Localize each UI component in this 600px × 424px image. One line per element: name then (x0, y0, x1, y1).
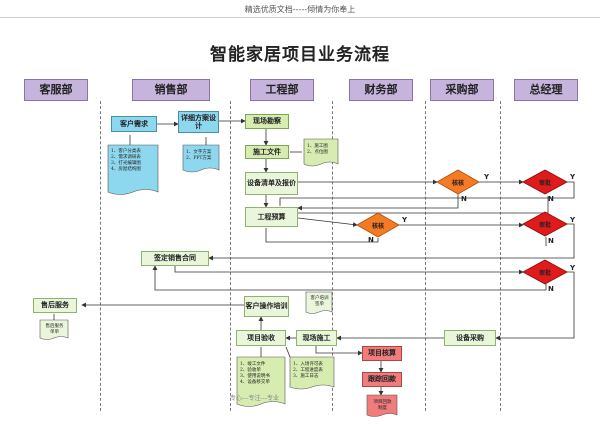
no-label: N (548, 237, 554, 245)
yes-label: Y (570, 264, 576, 272)
node-site-construction: 现场施工 (296, 330, 337, 346)
finance-review-label: 核核 (371, 223, 384, 230)
node-sign-contract: 签定销售合同 (141, 251, 209, 266)
node-site-survey: 现场勘察 (245, 114, 289, 129)
node-equipment-quote: 设备清单及报价 (245, 172, 298, 195)
gm-approve-diamond (522, 169, 568, 195)
lane-divider (100, 101, 101, 411)
acceptance-docs-shape (236, 356, 286, 407)
node-construction-docs: 施工文件 (245, 145, 289, 159)
node-equipment-purchase: 设备采购 (444, 330, 496, 346)
design-docs-shape (182, 144, 220, 173)
dept-engineering: 工程部 (250, 79, 314, 101)
followup-doc-shape (366, 394, 398, 417)
node-acceptance: 项目验收 (236, 330, 286, 346)
gm-approve-label-1: 审批 (538, 180, 551, 187)
training-doc-shape (305, 291, 333, 314)
no-label: N (548, 285, 554, 293)
after-sales-doc-text: 售后服务单单 (45, 324, 64, 336)
purchase-review-diamond (436, 169, 480, 195)
gm-approve-label-2: 审批 (538, 222, 551, 229)
lane-divider (230, 101, 231, 411)
page-footer: 专心---专注---专业 (230, 395, 279, 402)
no-label: N (461, 195, 467, 203)
diagram-title: 智能家居项目业务流程 (210, 45, 390, 65)
node-payment-followup: 跟踪回款 (362, 372, 402, 387)
finance-review-diamond (356, 212, 400, 238)
node-detailed-design: 详细方案设计 (178, 111, 219, 133)
node-project-audit: 项目核算 (362, 346, 402, 361)
lane-divider (500, 101, 501, 411)
gm-approve-diamond (522, 259, 568, 285)
node-customer-demand: 客户需求 (111, 116, 157, 132)
yes-label: Y (570, 173, 576, 181)
dept-finance: 财务部 (349, 79, 413, 101)
purchase-review-label: 核核 (451, 180, 464, 187)
followup-doc-text: 项目回款制度 (373, 400, 392, 412)
yes-label: Y (570, 216, 576, 224)
after-sales-doc-shape (39, 319, 69, 340)
yes-label: Y (402, 216, 408, 224)
page-header: 精选优质文档-----倾情为你奉上 (244, 5, 356, 14)
dept-sales: 销售部 (132, 79, 210, 101)
gm-approve-label-3: 审批 (538, 270, 551, 277)
dept-general-manager: 总经理 (514, 79, 578, 101)
header-divider (0, 17, 600, 18)
node-customer-training: 客户操作培训 (244, 296, 289, 317)
dept-purchasing: 采购部 (430, 79, 494, 101)
site-docs-shape (289, 356, 335, 390)
gm-approve-diamond (522, 211, 568, 237)
node-project-budget: 工程预算 (245, 207, 298, 227)
lane-divider (425, 101, 426, 411)
dept-customer-service: 客服部 (24, 79, 88, 101)
customer-docs-shape (107, 144, 159, 195)
training-doc-text: 客户培训签单 (310, 296, 329, 308)
construction-docs-shape (303, 138, 339, 167)
yes-label: Y (484, 173, 490, 181)
node-after-sales: 售后服务 (33, 298, 77, 313)
no-label: N (548, 195, 554, 203)
no-label: N (368, 236, 374, 244)
lane-divider (332, 101, 333, 411)
